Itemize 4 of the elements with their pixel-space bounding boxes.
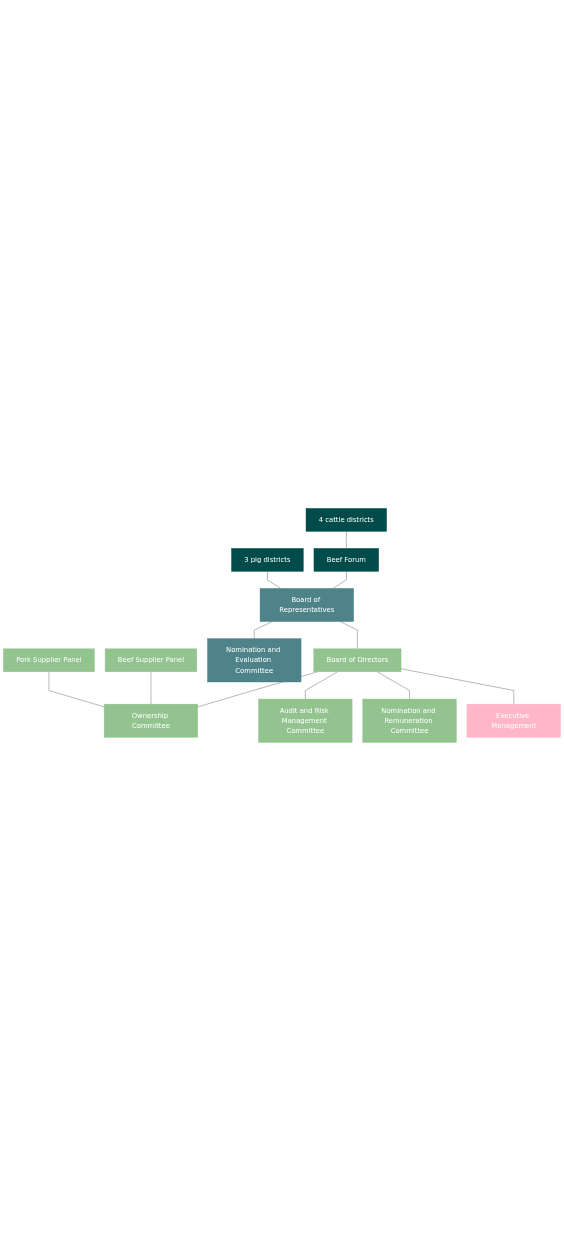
connector — [267, 571, 281, 589]
connector — [346, 531, 347, 549]
connector — [332, 571, 347, 589]
connector — [254, 621, 273, 639]
